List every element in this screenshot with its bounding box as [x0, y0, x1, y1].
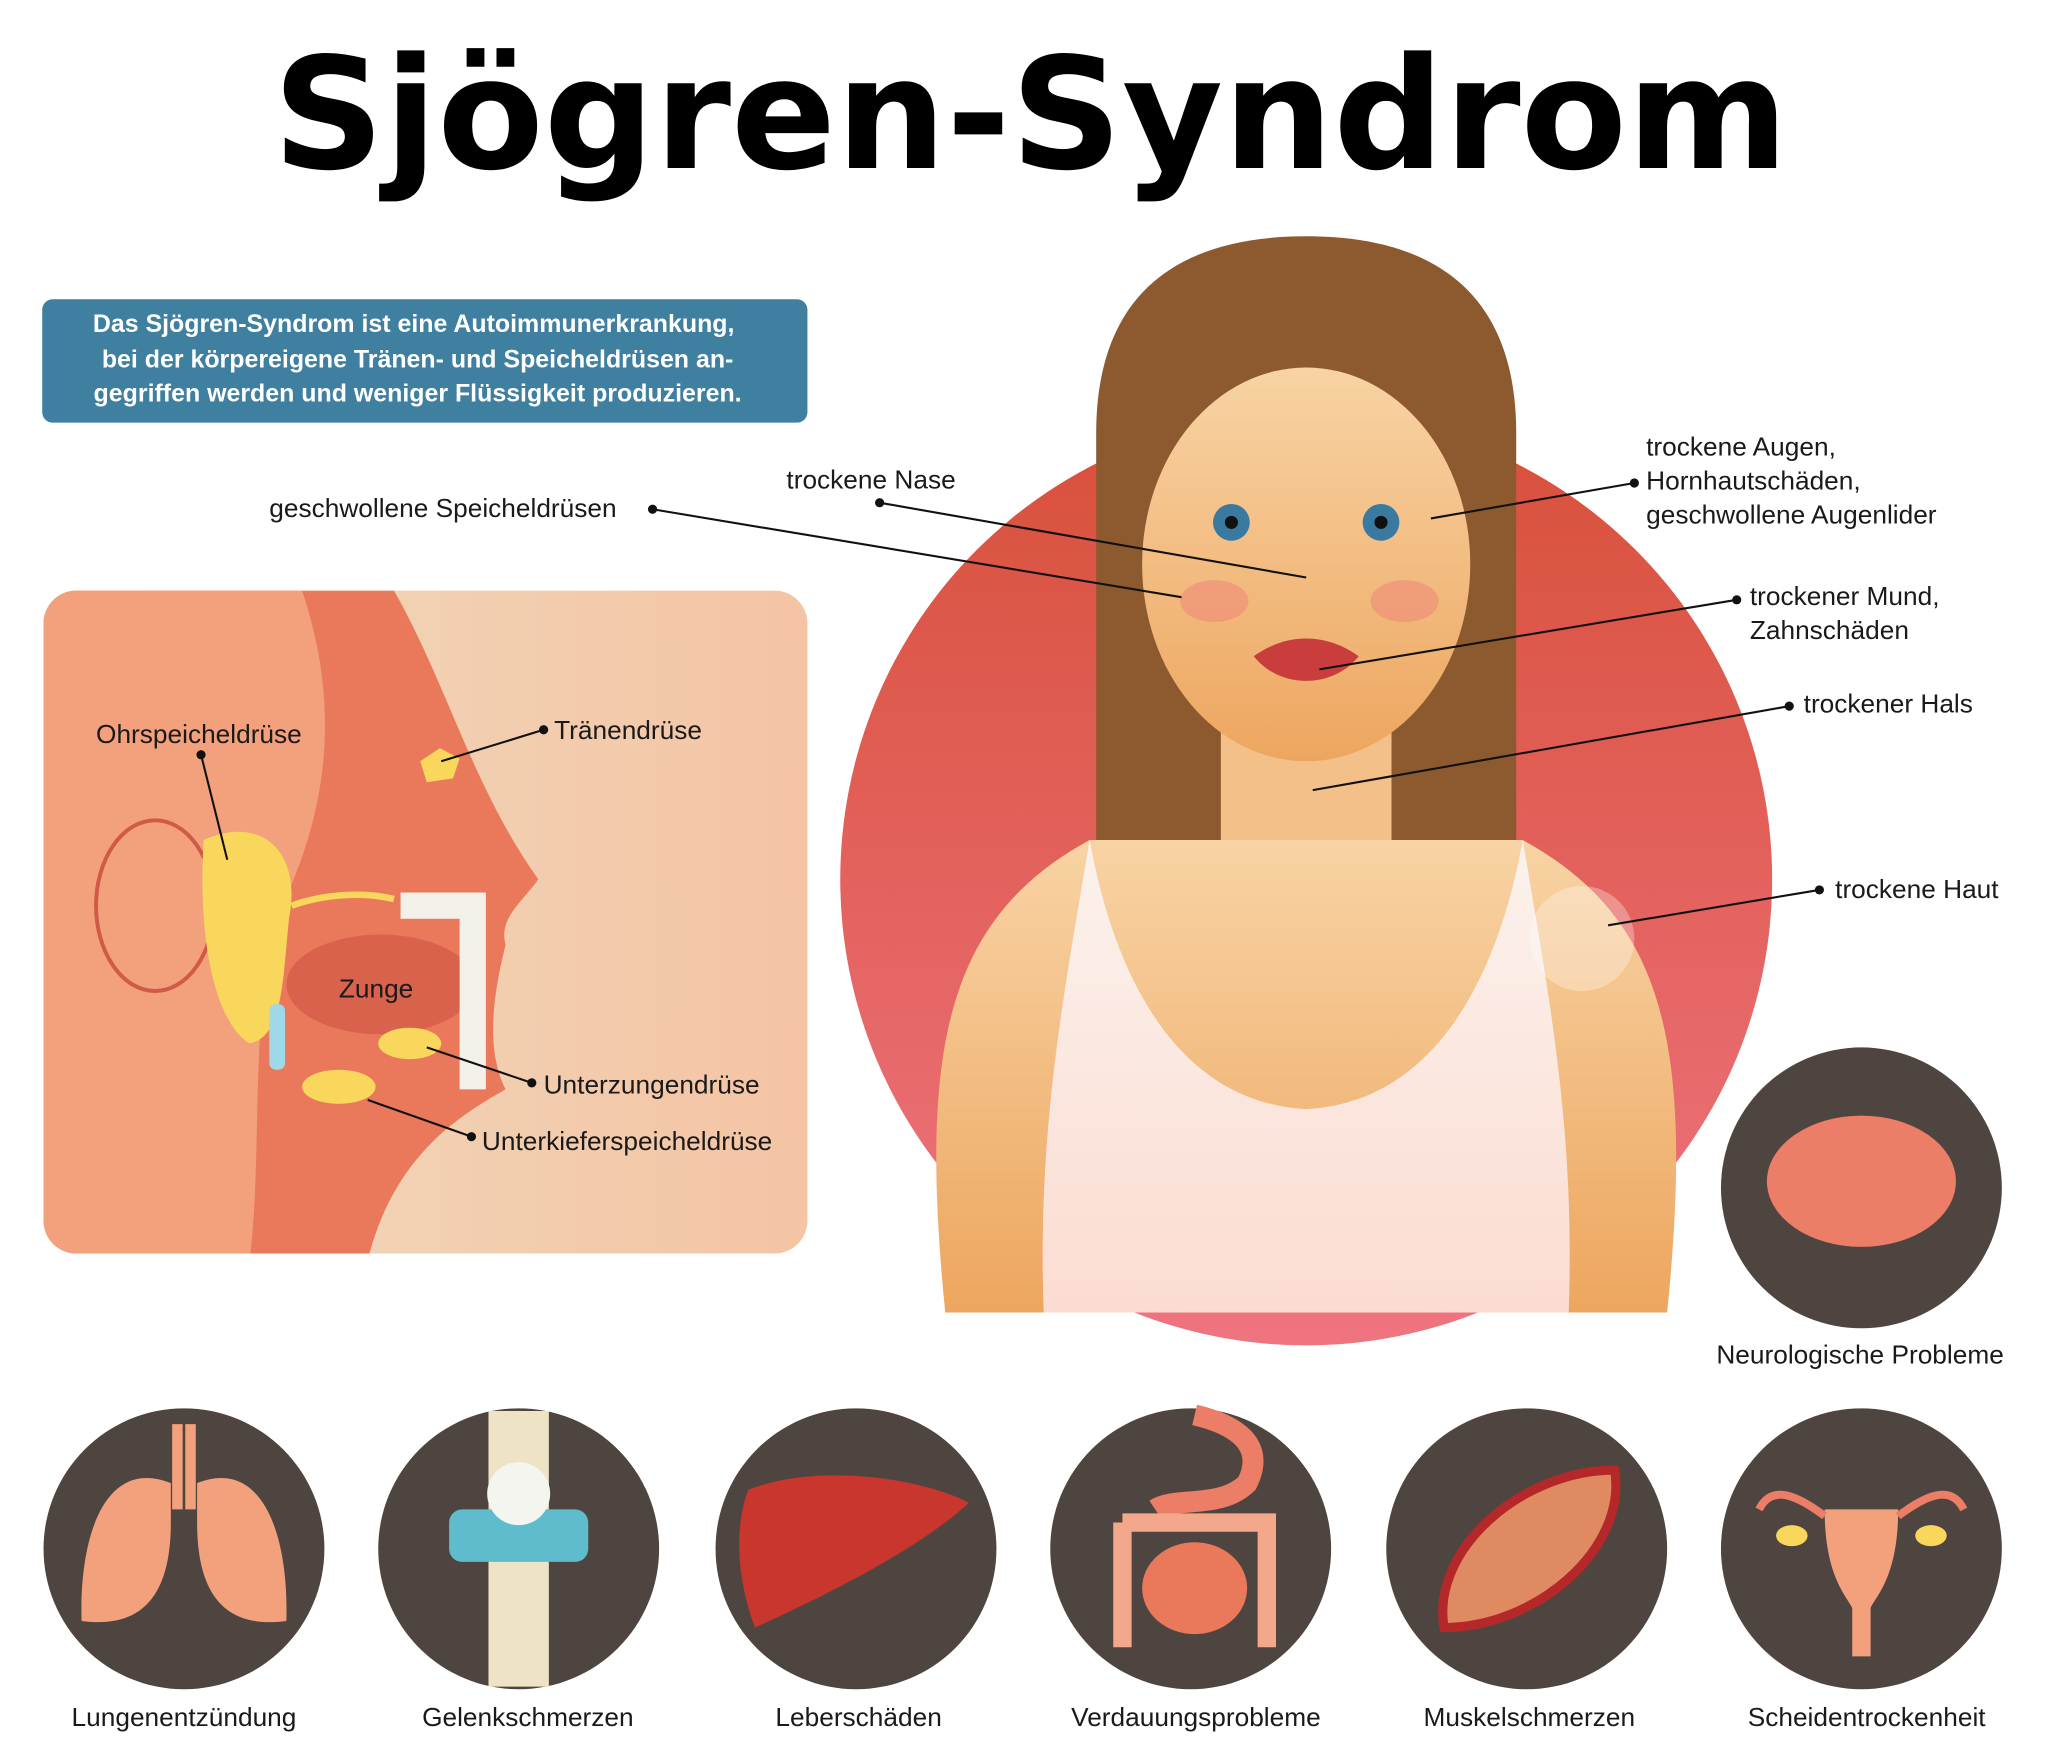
face-callouts: geschwollene Speicheldrüsen trockene Nas… [269, 431, 1999, 927]
parotid-gland-icon [202, 831, 292, 1044]
label-parotid: Ohrspeicheldrüse [96, 719, 302, 749]
info-box: Das Sjögren-Syndrom ist eine Autoimmuner… [42, 299, 808, 423]
intestine-icon [1113, 1513, 1277, 1648]
organ-label: Lungenentzündung [72, 1702, 297, 1732]
teeth-icon [400, 892, 486, 1090]
callout-eyes-2: Hornhautschäden, [1646, 466, 1861, 496]
uterus-icon [1824, 1509, 1899, 1657]
lacrimal-gland-icon [420, 748, 460, 783]
info-line: Das Sjögren-Syndrom ist eine Autoimmuner… [93, 310, 735, 338]
organ-label: Gelenkschmerzen [422, 1702, 634, 1732]
info-line: gegriffen werden und weniger Flüssigkeit… [94, 380, 742, 408]
organ-label: Verdauungsprobleme [1071, 1702, 1321, 1732]
label-lacrimal: Tränendrüse [554, 715, 702, 745]
liver-icon [739, 1475, 969, 1628]
callout-eyes-3: geschwollene Augenlider [1646, 500, 1937, 530]
callout-eyes-1: trockene Augen, [1646, 431, 1836, 461]
muscle-icon [1438, 1465, 1621, 1633]
organ-liver: Leberschäden [715, 1408, 997, 1732]
label-tongue: Zunge [339, 974, 413, 1004]
face [1142, 367, 1471, 762]
organ-label: Neurologische Probleme [1716, 1340, 2003, 1370]
lungs-icon [81, 1478, 287, 1623]
label-submandibular: Unterkieferspeicheldrüse [482, 1126, 772, 1156]
head-cross-section-panel: Ohrspeicheldrüse Tränendrüse Zunge Unter… [43, 590, 808, 1254]
organ-label: Scheidentrockenheit [1748, 1702, 1987, 1732]
tank-top [1042, 840, 1570, 1313]
organ-brain: Neurologische Probleme [1716, 1047, 2004, 1370]
callout-mouth-2: Zahnschäden [1750, 615, 1909, 645]
callout-salivary: geschwollene Speicheldrüsen [269, 493, 616, 523]
page-title: Sjögren-Syndrom [273, 24, 1789, 205]
mouth [1253, 638, 1359, 681]
info-line: bei der körpereigene Tränen- und Speiche… [102, 346, 734, 374]
brain-icon [1766, 1115, 1956, 1247]
organ-label: Leberschäden [775, 1702, 941, 1732]
callout-mouth-1: trockener Mund, [1750, 581, 1940, 611]
organ-knee: Gelenkschmerzen [378, 1408, 660, 1732]
organ-uterus: Scheidentrockenheit [1720, 1408, 2002, 1732]
label-sublingual: Unterzungendrüse [544, 1069, 760, 1099]
callout-skin: trockene Haut [1835, 874, 1999, 904]
submandibular-gland-icon [302, 1069, 376, 1104]
sublingual-gland-icon [378, 1027, 442, 1060]
organ-lungs: Lungenentzündung [43, 1408, 325, 1732]
callout-throat: trockener Hals [1804, 689, 1973, 719]
woman-illustration [840, 236, 1773, 1346]
callout-nose: trockene Nase [786, 464, 955, 494]
organ-label: Muskelschmerzen [1424, 1702, 1636, 1732]
organ-intestine: Verdauungsprobleme [1050, 1404, 1332, 1732]
organ-muscle: Muskelschmerzen [1386, 1408, 1668, 1732]
